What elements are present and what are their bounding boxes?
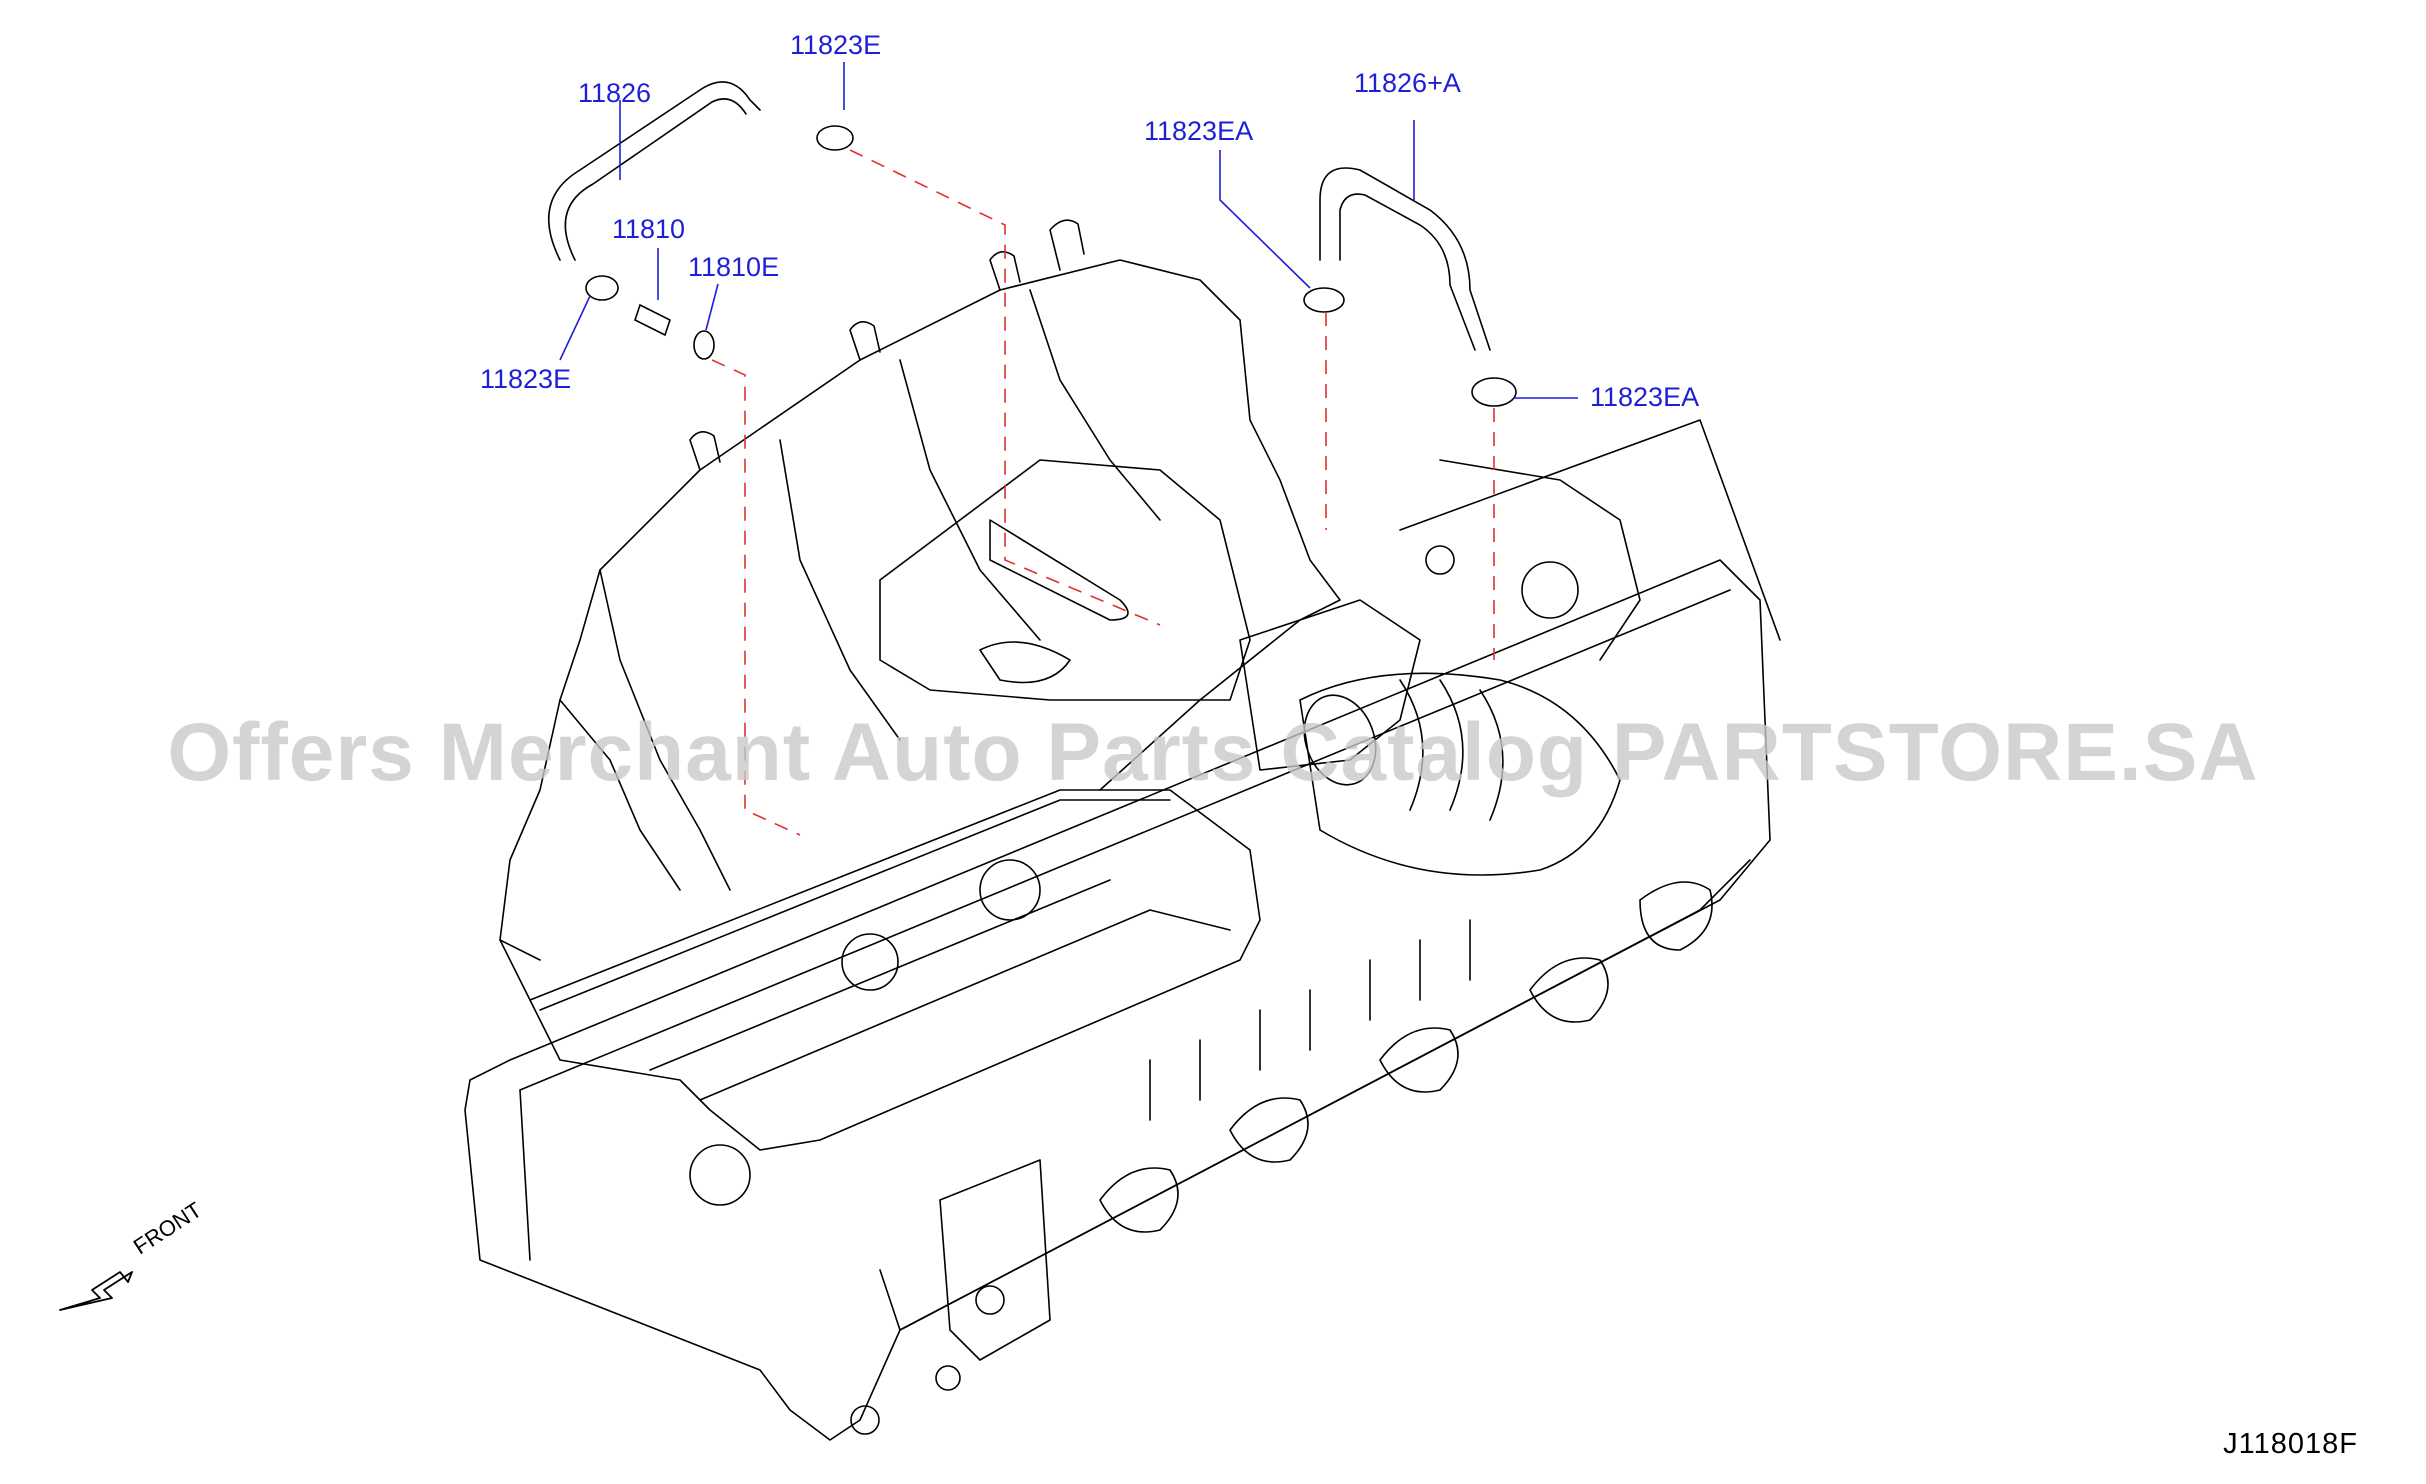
front-arrow-icon xyxy=(59,1271,133,1311)
leader-11823E-left xyxy=(559,295,591,361)
valve-cover xyxy=(529,789,1261,1151)
callout-11823E-top: 11823E xyxy=(790,30,882,60)
port-1 xyxy=(1099,1167,1179,1233)
port-3 xyxy=(1379,1027,1459,1093)
diagram-code: J118018F xyxy=(2223,1428,2358,1460)
port-2 xyxy=(1229,1097,1309,1163)
callout-11823E-left: 11823E xyxy=(480,364,572,394)
cylinder-head-outline xyxy=(464,559,1771,1441)
hose-11826A xyxy=(1319,167,1491,351)
leader-11823EA-top xyxy=(1219,150,1311,289)
callout-11823EA-top: 11823EA xyxy=(1144,116,1254,146)
callout-11826A: 11826+A xyxy=(1354,68,1461,98)
port-4 xyxy=(1529,957,1609,1023)
hose-11826 xyxy=(547,81,761,261)
intake-manifold xyxy=(499,259,1341,1001)
plenum xyxy=(879,459,1251,701)
oil-filler-cap xyxy=(979,859,1041,921)
throttle-body xyxy=(1239,599,1421,771)
end-plate xyxy=(939,1159,1051,1361)
callout-11823EA-right: 11823EA xyxy=(1590,382,1700,412)
callout-11826: 11826 xyxy=(578,78,652,108)
dashed-leader-11823E xyxy=(849,149,1161,626)
air-duct xyxy=(1299,672,1621,876)
callout-11810: 11810 xyxy=(612,214,686,244)
leader-11810E xyxy=(705,283,719,331)
dashed-leader-11810E xyxy=(711,359,801,836)
pcv-valve xyxy=(634,303,671,337)
watermark: Offers Merchant Auto Parts Catalog PARTS… xyxy=(167,707,2259,798)
callout-11810E: 11810E xyxy=(688,252,780,282)
